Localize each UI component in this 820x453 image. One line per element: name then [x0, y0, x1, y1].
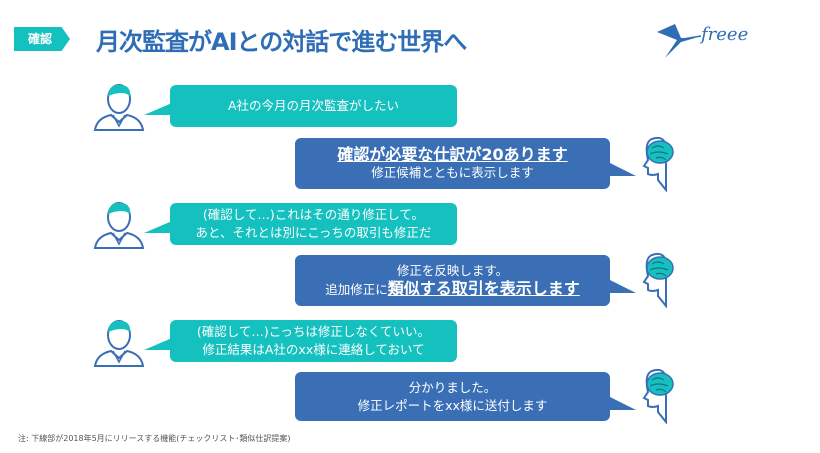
- bubble-tail: [608, 396, 636, 410]
- message-text: (確認して…)こっちは修正しなくていい。: [196, 324, 431, 339]
- bubble-tail: [144, 338, 172, 350]
- bubble-tail: [144, 221, 172, 233]
- message-emphasis: 確認が必要な仕訳が20あります: [337, 144, 568, 164]
- message-text: 追加修正に: [325, 282, 388, 297]
- message-text: 修正を反映します。: [396, 263, 509, 278]
- ai-brain-icon: [643, 252, 674, 307]
- user-icon: [94, 201, 144, 249]
- user-message-1: A社の今月の月次監査がしたい: [144, 85, 457, 127]
- bubble-tail: [608, 279, 636, 293]
- svg-text:freee: freee: [699, 24, 748, 45]
- bubble-tail: [608, 162, 636, 176]
- message-emphasis: 類似する取引を表示します: [387, 279, 580, 298]
- message-text: あと、それとは別にこっちの取引も修正だ: [195, 225, 432, 240]
- ai-message-2: 修正を反映します。 追加修正に類似する取引を表示します: [295, 255, 636, 306]
- user-message-3: (確認して…)こっちは修正しなくていい。 修正結果はA社のxx様に連絡しておいて: [144, 320, 457, 362]
- message-text: 分かりました。: [408, 379, 497, 395]
- message-text: 修正結果はA社のxx様に連絡しておいて: [202, 342, 425, 357]
- freee-logo: freee: [655, 18, 765, 66]
- bubble-tail: [144, 103, 172, 115]
- user-icon: [94, 319, 144, 367]
- user-icon: [94, 83, 144, 131]
- message-text: 修正候補とともに表示します: [371, 164, 534, 180]
- ai-brain-icon: [643, 136, 674, 191]
- ai-message-3: 分かりました。 修正レポートをxx様に送付します: [295, 372, 636, 421]
- footnote: 注: 下線部が2018年5月にリリースする機能(チェックリスト･類似仕訳提案): [18, 434, 291, 443]
- message-text: 修正レポートをxx様に送付します: [357, 397, 548, 413]
- section-tag: 確認: [14, 27, 70, 51]
- user-message-2: (確認して…)これはその通り修正して。 あと、それとは別にこっちの取引も修正だ: [144, 203, 457, 245]
- ai-brain-icon: [643, 368, 674, 423]
- ai-message-1: 確認が必要な仕訳が20あります 修正候補とともに表示します: [295, 138, 636, 189]
- message-text: (確認して…)これはその通り修正して。: [202, 207, 425, 222]
- page-title: 月次監査がAIとの対話で進む世界へ: [96, 28, 467, 56]
- message-text: A社の今月の月次監査がしたい: [227, 98, 400, 113]
